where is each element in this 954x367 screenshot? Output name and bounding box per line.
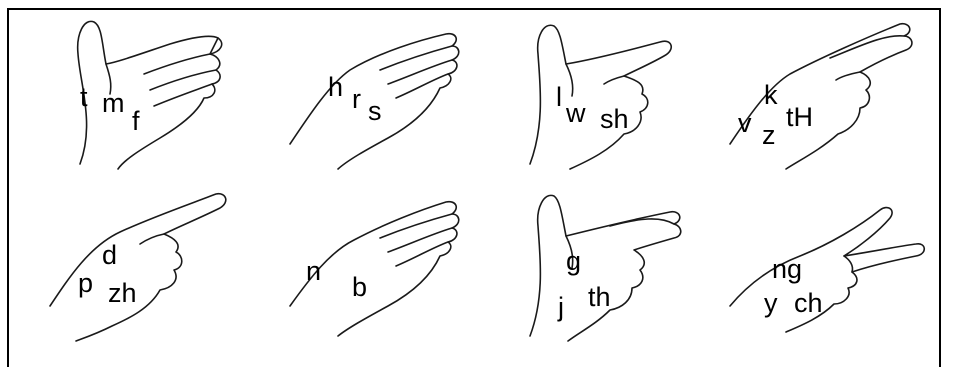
cue-label: th [588, 282, 611, 312]
cue-label: g [566, 246, 582, 276]
diagram-frame [7, 8, 941, 367]
hand-panel-6: n b [270, 186, 495, 351]
cue-label: b [352, 272, 368, 302]
cue-label: t [80, 82, 88, 112]
cue-label: ng [772, 254, 803, 284]
cue-label: ch [794, 288, 823, 318]
hand-shape-index-icon [49, 192, 227, 342]
hand-panel-2: h r s [270, 14, 495, 179]
hand-shape-index-thumb-icon [529, 24, 672, 170]
hand-panel-3: l w sh [500, 14, 725, 179]
hand-shape-two-fingers-thumb-icon [529, 194, 682, 342]
hand-shape-two-fingers-icon [729, 22, 913, 170]
hand-panel-4: v k z tH [720, 14, 945, 179]
cue-label: sh [600, 104, 629, 134]
cue-label: w [566, 98, 586, 128]
cue-label: j [558, 292, 564, 322]
hand-shape-flat-fingers-icon [289, 32, 460, 170]
cue-label: r [352, 84, 361, 114]
hand-shape-flat-fingers-icon [289, 200, 460, 337]
cue-label: k [764, 80, 778, 110]
cue-label: p [78, 268, 94, 298]
cue-label: tH [786, 102, 813, 132]
cue-label: z [762, 120, 776, 150]
cue-label: v [738, 108, 752, 138]
hand-panel-8: ng y ch [720, 186, 945, 351]
cue-label: n [306, 256, 322, 286]
hand-panel-7: g j th [500, 186, 725, 351]
cue-label: l [556, 82, 562, 112]
cue-label: d [102, 240, 118, 270]
hand-panel-5: p d zh [40, 186, 265, 351]
cue-label: m [102, 88, 125, 118]
cue-label: s [368, 96, 382, 126]
cue-label: zh [108, 278, 137, 308]
hand-shape-v-fingers-icon [729, 206, 926, 333]
cue-label: y [764, 288, 778, 318]
hand-panel-1: t m f [40, 14, 265, 179]
cue-label: f [132, 106, 140, 136]
cue-label: h [328, 72, 344, 102]
hand-shape-four-fingers-thumb-icon [76, 20, 223, 170]
